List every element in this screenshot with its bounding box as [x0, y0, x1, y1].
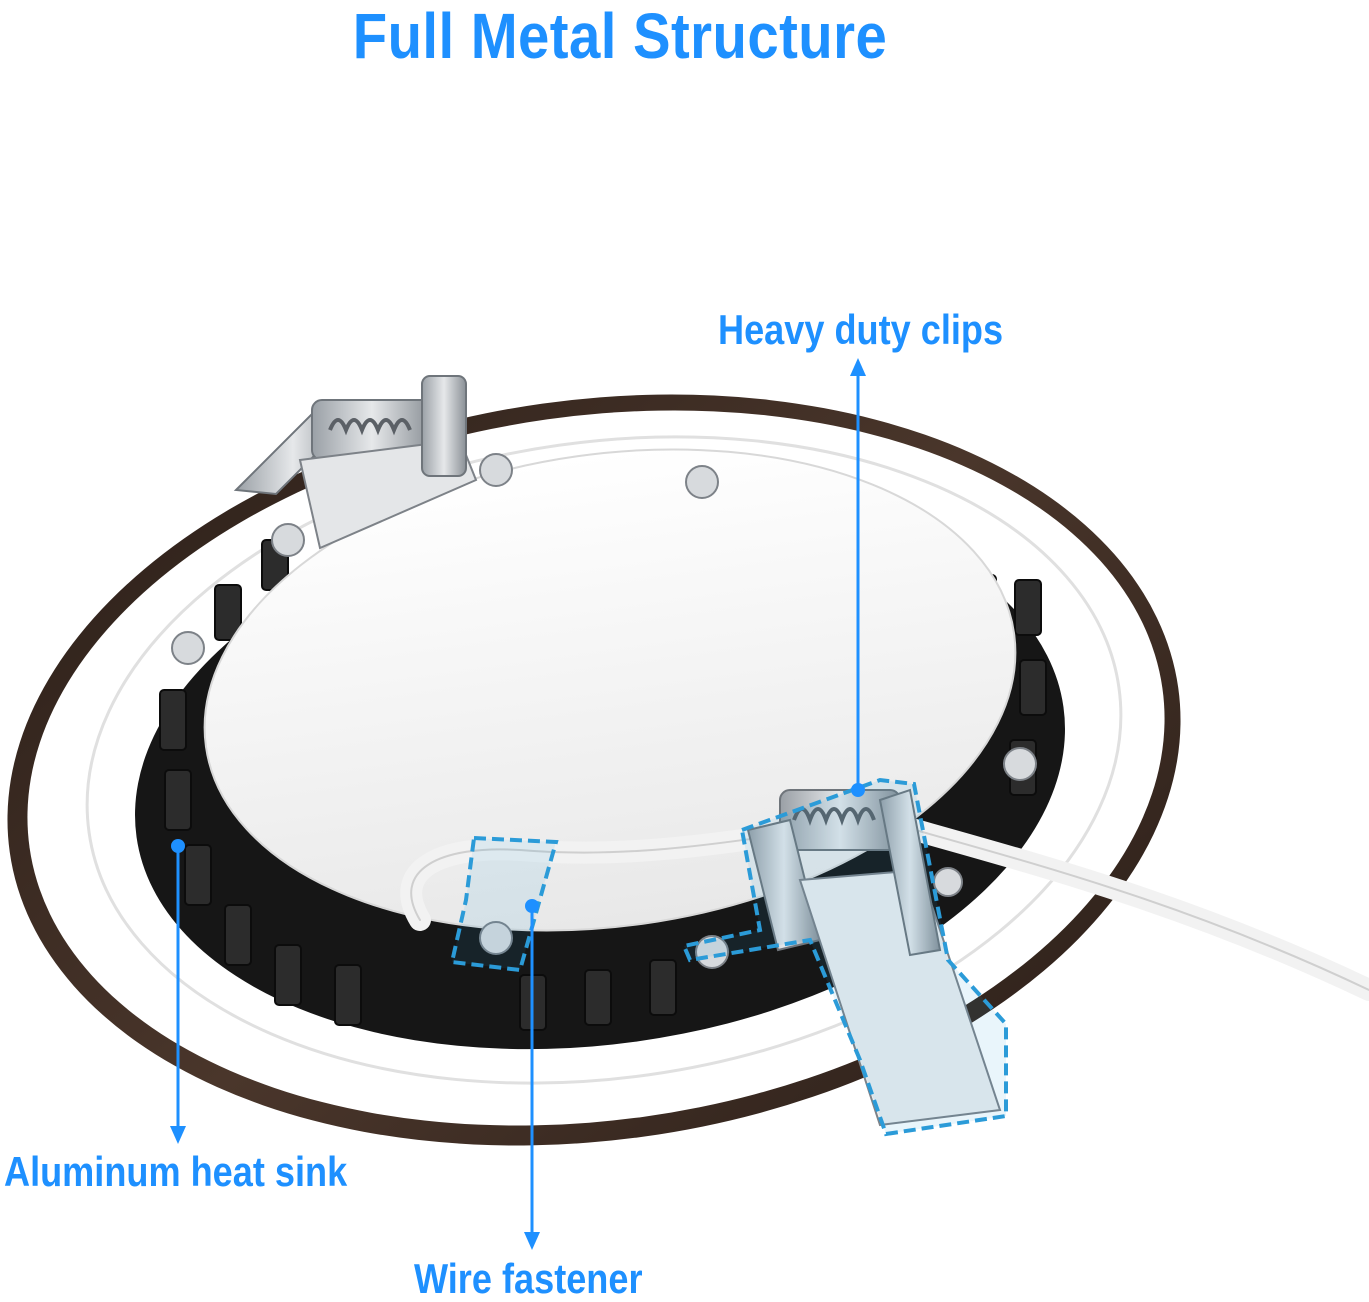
callout-leaders: [176, 370, 860, 1238]
arrow-head: [170, 358, 866, 1250]
trim-inner-edge: [85, 435, 1123, 1085]
callout-wire-fastener: Wire fastener: [414, 1255, 643, 1302]
callout-heavy-duty-clips: Heavy duty clips: [718, 306, 1004, 353]
spring-clip-top: [233, 375, 478, 550]
heatsink-fins: [159, 469, 1047, 1031]
mounting-screws: [171, 453, 1037, 969]
callout-aluminum-heat-sink: Aluminum heat sink: [4, 1148, 348, 1195]
callout-highlights: [449, 777, 1008, 1137]
callout-dot: [171, 783, 865, 913]
page-title: Full Metal Structure: [352, 0, 888, 72]
